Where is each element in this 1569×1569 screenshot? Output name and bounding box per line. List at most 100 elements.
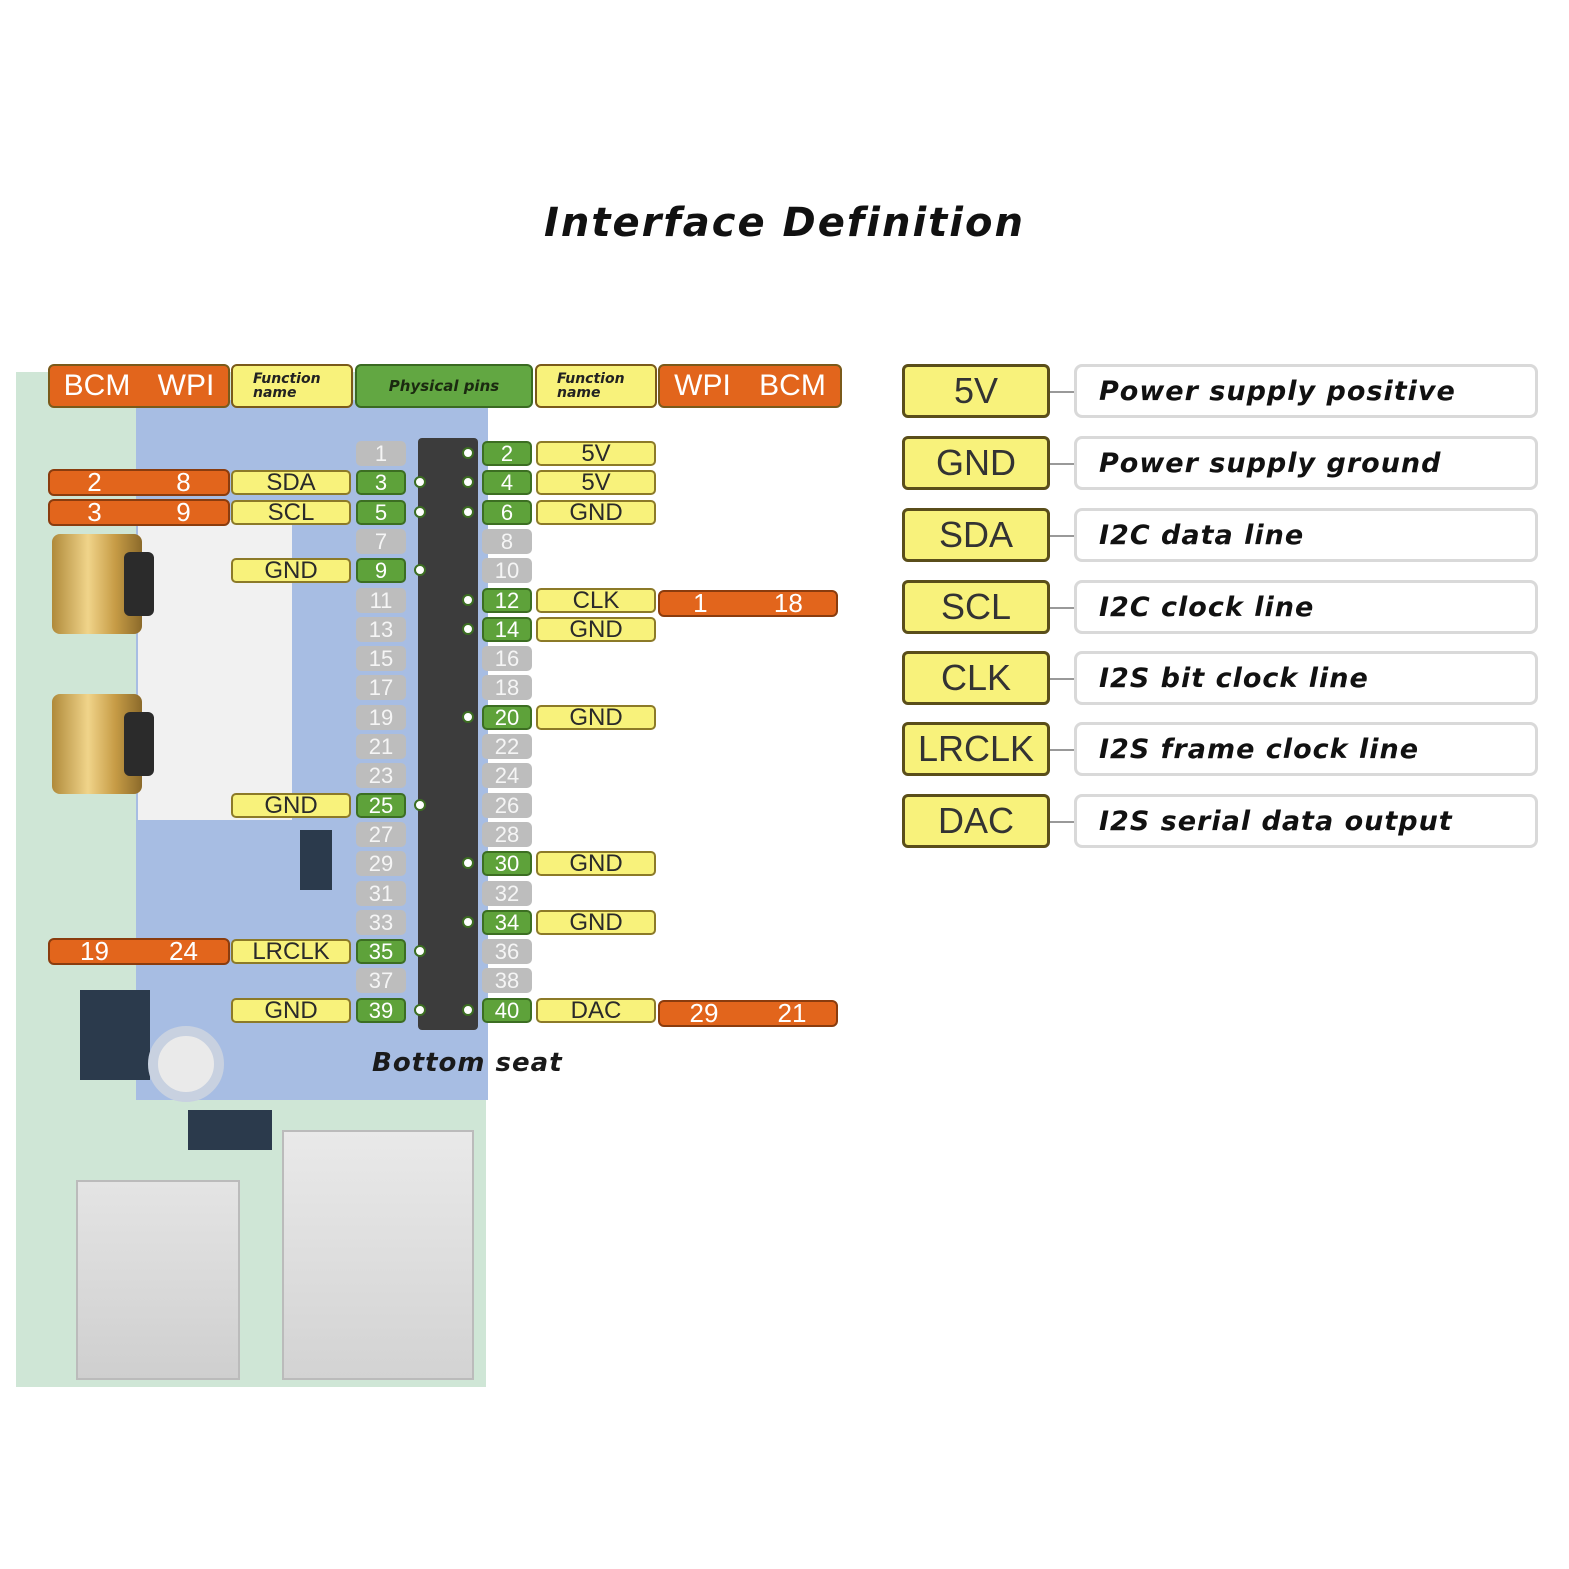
header-right-function: Function name [535,364,657,408]
header-right-bcm: BCM [759,369,826,402]
pin-24: 24 [482,763,532,788]
pin-37: 37 [356,968,406,993]
legend-desc-dac: I2S serial data output [1074,794,1538,848]
pin-36: 36 [482,939,532,964]
legend-key-scl: SCL [902,580,1050,634]
function-label-pin-3: SDA [231,469,351,496]
pin-21: 21 [356,734,406,759]
pin-7: 7 [356,529,406,554]
gpio-header [418,438,478,1030]
jack-hole-top [124,552,154,616]
pin-23: 23 [356,763,406,788]
function-label-pin-40: DAC [536,997,656,1024]
pin-27: 27 [356,822,406,847]
function-label-pin-34: GND [536,909,656,936]
pin-33: 33 [356,910,406,935]
wpi-number: 29 [689,998,719,1028]
pin-dot-5 [414,506,426,518]
pin-1: 1 [356,441,406,466]
legend-connector [1050,535,1074,537]
wpi-number: 9 [176,497,191,527]
pin-26: 26 [482,793,532,818]
pin-4: 4 [482,470,532,495]
pin-28: 28 [482,822,532,847]
bcm-number: 2 [87,467,102,497]
legend-connector [1050,391,1074,393]
header-left-function-line2: name [253,385,297,401]
pin-38: 38 [482,968,532,993]
function-label-pin-35: LRCLK [231,938,351,965]
board-chip [80,990,150,1080]
pin-12: 12 [482,588,532,613]
pin-17: 17 [356,675,406,700]
pin-dot-40 [462,1004,474,1016]
function-label-pin-14: GND [536,616,656,643]
legend-connector [1050,749,1074,751]
pin-29: 29 [356,851,406,876]
wpi-number: 8 [176,467,191,497]
pin-8: 8 [482,529,532,554]
page-title: Interface Definition [544,200,1025,246]
header-left-function-line1: Function [253,371,321,387]
pin-dot-4 [462,476,474,488]
header-right-wpi: WPI [674,369,731,402]
bcm-number: 21 [777,998,807,1028]
pin-13: 13 [356,617,406,642]
legend-connector [1050,463,1074,465]
header-right-function-line1: Function [557,371,625,387]
pin-18: 18 [482,675,532,700]
function-label-pin-5: SCL [231,499,351,526]
header-right-wpi-bcm: WPI BCM [658,364,842,408]
header-left-bcm-wpi: BCM WPI [48,364,230,408]
pin-dot-30 [462,857,474,869]
pin-20: 20 [482,705,532,730]
legend-desc-sda: I2C data line [1074,508,1538,562]
wpi-number: 1 [693,588,708,618]
legend-connector [1050,678,1074,680]
board-chip-small [188,1110,272,1150]
pin-9: 9 [356,558,406,583]
pin-6: 6 [482,500,532,525]
pin-dot-25 [414,799,426,811]
pin-34: 34 [482,910,532,935]
mount-hole [148,1026,224,1102]
pin-dot-14 [462,623,474,635]
function-label-pin-12: CLK [536,587,656,614]
pin-10: 10 [482,558,532,583]
pin-30: 30 [482,851,532,876]
bottom-seat-label: Bottom seat [372,1048,563,1078]
header-physical-pins: Physical pins [355,364,533,408]
pin-39: 39 [356,998,406,1023]
pin-dot-39 [414,1004,426,1016]
function-label-pin-30: GND [536,850,656,877]
pin-14: 14 [482,617,532,642]
legend-desc-scl: I2C clock line [1074,580,1538,634]
pin-dot-6 [462,506,474,518]
pin-dot-2 [462,447,474,459]
legend-key-5v: 5V [902,364,1050,418]
header-right-function-line2: name [557,385,601,401]
pin-dot-3 [414,476,426,488]
ethernet-port [282,1130,474,1380]
pin-25: 25 [356,793,406,818]
usb-port [76,1180,240,1380]
pin-19: 19 [356,705,406,730]
pin-2: 2 [482,441,532,466]
wpi-number: 24 [169,936,198,966]
header-left-bcm: BCM [63,369,131,402]
pin-15: 15 [356,646,406,671]
legend-key-sda: SDA [902,508,1050,562]
legend-key-gnd: GND [902,436,1050,490]
pin-32: 32 [482,881,532,906]
pin-22: 22 [482,734,532,759]
legend-desc-lrclk: I2S frame clock line [1074,722,1538,776]
pin-31: 31 [356,881,406,906]
pin-3: 3 [356,470,406,495]
function-label-pin-4: 5V [536,469,656,496]
legend-connector [1050,821,1074,823]
function-label-pin-25: GND [231,792,351,819]
